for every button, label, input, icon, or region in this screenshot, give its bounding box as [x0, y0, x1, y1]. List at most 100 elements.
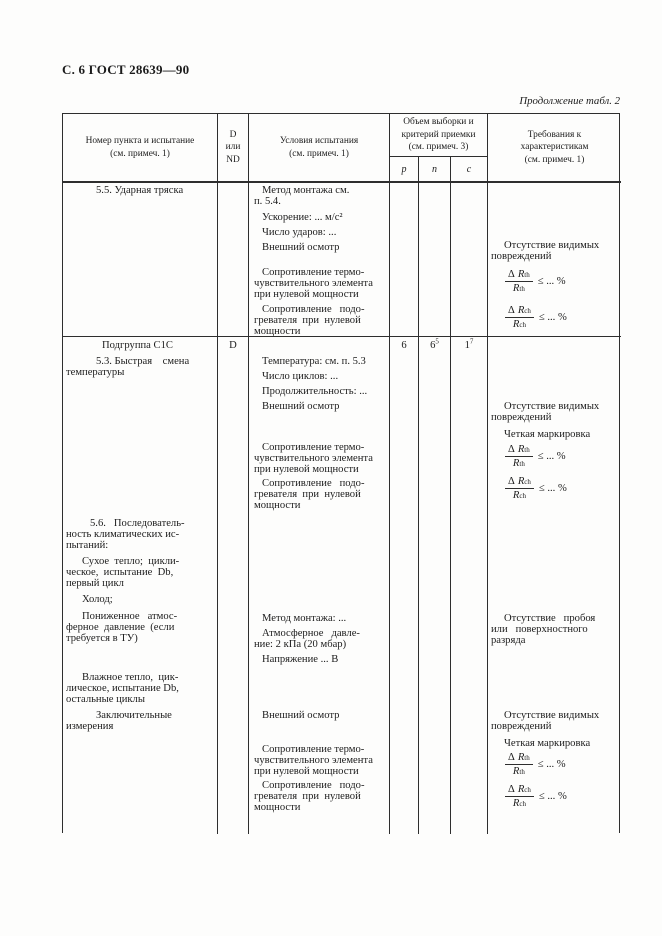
- row-53-requirements-cell: Отсутствие видимых повреждений Четкая ма…: [488, 352, 621, 512]
- leq-text: ≤ ... %: [538, 311, 567, 323]
- condition-paragraph: Напряжение ... В: [262, 654, 339, 665]
- row-pressure-item: Пониженное атмос- ферное давление (если …: [66, 611, 178, 644]
- sample-c-value: 17: [451, 337, 488, 352]
- row-53-c-cell: [451, 352, 488, 512]
- row-53-n-cell: [419, 352, 451, 512]
- leq-text: ≤ ... %: [537, 275, 566, 287]
- condition-paragraph: Сопротивление термо- чувствительного эле…: [254, 267, 373, 300]
- subgroup-requirements-cell: [488, 337, 621, 352]
- row-humid-item: Влажное тепло, цик- лическое, испытание …: [66, 672, 179, 705]
- row-53-item-cell: 5.3. Быстрая смена температуры: [63, 352, 218, 512]
- requirement-paragraph: Четкая маркировка: [504, 738, 591, 749]
- leq-text: ≤ ... %: [538, 790, 567, 802]
- row-humid-c-cell: [451, 666, 488, 704]
- row-final-item-cell: Заключительные измерения: [63, 704, 218, 834]
- condition-paragraph: Сопротивление подо- гревателя при нулево…: [254, 478, 365, 511]
- d-indicator-cell: D: [218, 337, 249, 352]
- header-cell-n: n: [419, 157, 451, 183]
- condition-paragraph: Сопротивление подо- гревателя при нулево…: [254, 304, 365, 337]
- row-53-conditions-cell: Температура: см. п. 5.3 Число циклов: ..…: [249, 352, 390, 512]
- condition-paragraph: Внешний осмотр: [262, 401, 340, 412]
- row-final-item: Заключительные измерения: [66, 710, 172, 732]
- condition-paragraph: Ускорение: ... м/с²: [262, 212, 343, 223]
- row-final-p-cell: [390, 704, 419, 834]
- row-56-requirements-cell: [488, 512, 621, 604]
- header-sample-label: Объем выборки и критерий приемки (см. пр…: [401, 117, 476, 153]
- row-53-d-cell: [218, 352, 249, 512]
- test-table: Номер пункта и испытание (см. примеч. 1)…: [62, 113, 621, 834]
- row-humid-p-cell: [390, 666, 419, 704]
- requirement-paragraph: Четкая маркировка: [504, 429, 591, 440]
- condition-paragraph: Температура: см. п. 5.3: [262, 356, 366, 367]
- row-56-cold: Холод;: [82, 594, 113, 605]
- row-final-conditions-cell: Внешний осмотр Сопротивление термо- чувс…: [249, 704, 390, 834]
- row-56-item: 5.6. Последователь- ность климатических …: [66, 518, 185, 551]
- row-55-conditions-cell: Метод монтажа см. п. 5.4. Ускорение: ...…: [249, 183, 390, 337]
- row-pressure-p-cell: [390, 604, 419, 666]
- row-pressure-n-cell: [419, 604, 451, 666]
- subgroup-label: Подгруппа C1C: [102, 340, 173, 351]
- row-final-d-cell: [218, 704, 249, 834]
- footnote-ref: 5: [435, 337, 439, 346]
- row-final-n-cell: [419, 704, 451, 834]
- requirement-paragraph: Отсутствие видимых повреждений: [491, 240, 600, 262]
- sample-n-value: 65: [419, 337, 451, 352]
- condition-paragraph: Внешний осмотр: [262, 242, 340, 253]
- d-indicator: D: [229, 340, 237, 351]
- row-55-item-cell: 5.5. Ударная тряска: [63, 183, 218, 337]
- row-56-item-cell: 5.6. Последователь- ность климатических …: [63, 512, 218, 605]
- condition-paragraph: Метод монтажа см. п. 5.4.: [254, 185, 350, 207]
- row-56-dry-heat: Сухое тепло; цикли- ческое, испытание Db…: [66, 556, 180, 589]
- condition-paragraph: Внешний осмотр: [262, 710, 340, 721]
- doc-header: С. 6 ГОСТ 28639—90: [62, 62, 190, 77]
- header-conditions-label: Условия испытания (см. примеч. 1): [279, 136, 359, 159]
- subgroup-conditions-cell: [249, 337, 390, 352]
- header-cell-sample: Объем выборки и критерий приемки (см. пр…: [390, 114, 488, 157]
- condition-paragraph: Сопротивление термо- чувствительного эле…: [254, 744, 373, 777]
- row-final-c-cell: [451, 704, 488, 834]
- leq-text: ≤ ... %: [538, 482, 567, 494]
- condition-paragraph: Число ударов: ...: [262, 227, 337, 238]
- row-pressure-item-cell: Пониженное атмос- ферное давление (если …: [63, 604, 218, 666]
- condition-paragraph: Число циклов: ...: [262, 371, 339, 382]
- subgroup-cell: Подгруппа C1C: [63, 337, 218, 352]
- row-humid-requirements-cell: [488, 666, 621, 704]
- leq-text: ≤ ... %: [537, 450, 566, 462]
- row-53-item: 5.3. Быстрая смена температуры: [66, 356, 190, 378]
- condition-paragraph: Метод монтажа: ...: [262, 613, 347, 624]
- row-pressure-d-cell: [218, 604, 249, 666]
- row-55-p-cell: [390, 183, 419, 337]
- condition-paragraph: Сопротивление подо- гревателя при нулево…: [254, 780, 365, 813]
- row-55-n-cell: [419, 183, 451, 337]
- header-cell-requirements: Требования к характеристикам (см. примеч…: [488, 114, 621, 183]
- row-56-p-cell: [390, 512, 419, 604]
- row-55-c-cell: [451, 183, 488, 337]
- row-final-requirements-cell: Отсутствие видимых повреждений Четкая ма…: [488, 704, 621, 834]
- header-requirements-label: Требования к характеристикам (см. примеч…: [520, 129, 589, 165]
- sample-p-value: 6: [390, 337, 419, 352]
- row-53-p-cell: [390, 352, 419, 512]
- condition-paragraph: Атмосферное давле- ние: 2 кПа (20 мбар): [254, 628, 360, 650]
- row-pressure-conditions-cell: Метод монтажа: ... Атмосферное давле- ни…: [249, 604, 390, 666]
- condition-paragraph: Продолжительность: ...: [262, 386, 368, 397]
- header-cell-conditions: Условия испытания (см. примеч. 1): [249, 114, 390, 183]
- row-56-c-cell: [451, 512, 488, 604]
- header-item-label: Номер пункта и испытание (см. примеч. 1): [85, 136, 195, 159]
- row-humid-conditions-cell: [249, 666, 390, 704]
- header-d-label: D или ND: [225, 129, 241, 165]
- requirement-paragraph: Отсутствие видимых повреждений: [491, 401, 600, 423]
- condition-paragraph: Сопротивление термо- чувствительного эле…: [254, 442, 373, 475]
